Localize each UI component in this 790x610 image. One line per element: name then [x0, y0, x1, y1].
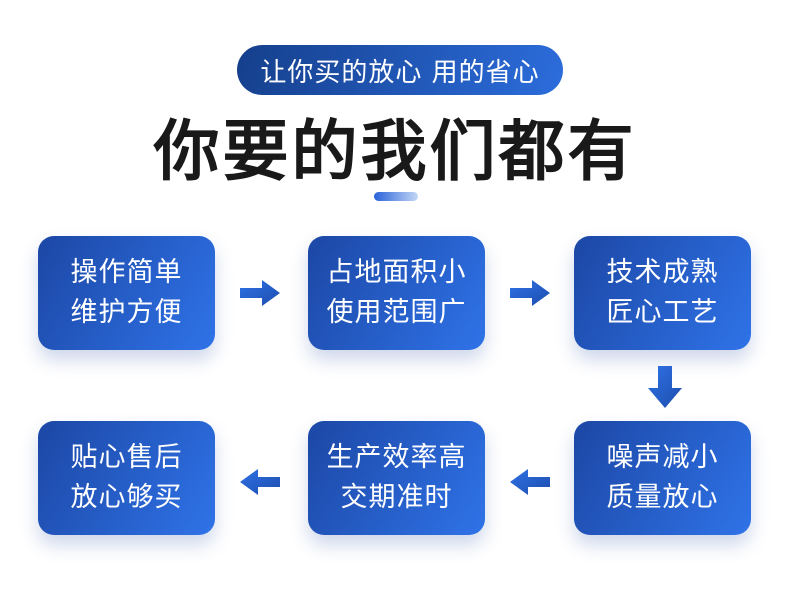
- flow-box-line1: 贴心售后: [70, 442, 183, 473]
- flow-box-line2: 交期准时: [340, 482, 453, 513]
- flow-box-caring-after-sales: 贴心售后 放心够买: [38, 421, 215, 535]
- tagline-badge: 让你买的放心 用的省心: [237, 45, 563, 95]
- flow-box-high-efficiency: 生产效率高 交期准时: [308, 421, 485, 535]
- title-underline: [374, 192, 418, 201]
- flow-box-mature-technology: 技术成熟 匠心工艺: [574, 236, 751, 350]
- flow-box-line1: 操作简单: [70, 257, 183, 288]
- flow-box-line2: 维护方便: [70, 297, 183, 328]
- arrow-down-icon: [648, 366, 682, 408]
- flow-box-line1: 占地面积小: [326, 257, 467, 288]
- flow-box-low-noise: 噪声减小 质量放心: [574, 421, 751, 535]
- flow-box-line1: 生产效率高: [326, 442, 467, 473]
- tagline-text: 让你买的放心 用的省心: [260, 57, 540, 88]
- page-title: 你要的我们都有: [153, 113, 637, 190]
- flow-box-line2: 使用范围广: [326, 297, 467, 328]
- arrow-right-icon: [240, 280, 280, 306]
- flow-box-line1: 噪声减小: [606, 442, 719, 473]
- flow-box-small-footprint: 占地面积小 使用范围广: [308, 236, 485, 350]
- flow-box-line2: 质量放心: [606, 482, 719, 513]
- flow-box-line2: 匠心工艺: [606, 297, 719, 328]
- flow-box-easy-operation: 操作简单 维护方便: [38, 236, 215, 350]
- arrow-left-icon: [240, 469, 280, 495]
- arrow-left-icon: [510, 469, 550, 495]
- flow-box-line1: 技术成熟: [606, 257, 719, 288]
- flow-box-line2: 放心够买: [70, 482, 183, 513]
- arrow-right-icon: [510, 280, 550, 306]
